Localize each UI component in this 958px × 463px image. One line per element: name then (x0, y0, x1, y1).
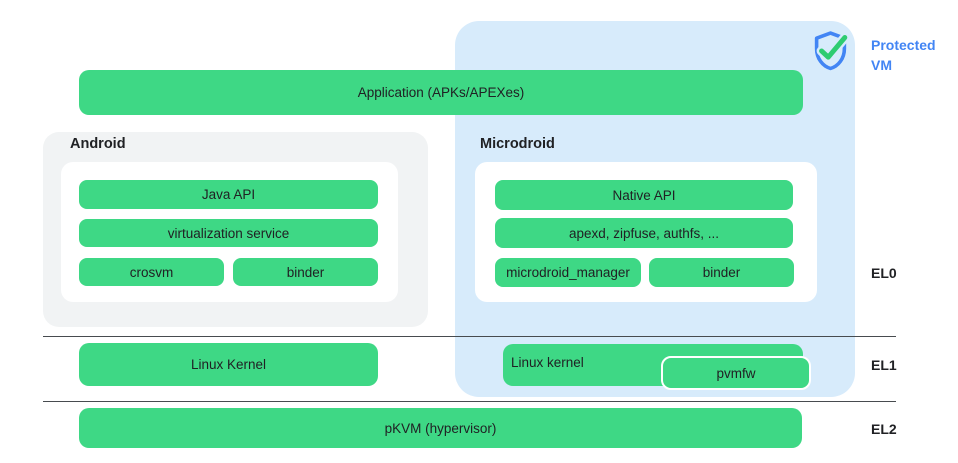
el1-label: EL1 (871, 357, 897, 373)
microdroid-manager-bar: microdroid_manager (495, 258, 641, 287)
java-api-bar: Java API (79, 180, 378, 209)
el2-label: EL2 (871, 421, 897, 437)
android-linux-kernel-label: Linux Kernel (190, 357, 267, 372)
pkvm-hypervisor-label: pKVM (hypervisor) (384, 420, 497, 436)
native-api-label: Native API (612, 187, 676, 203)
crosvm-bar: crosvm (79, 258, 224, 286)
native-api-bar: Native API (495, 180, 793, 210)
virtualization-service-bar: virtualization service (79, 219, 378, 247)
virtualization-service-label: virtualization service (167, 225, 290, 241)
android-binder-label: binder (286, 264, 325, 280)
microdroid-manager-label: microdroid_manager (506, 265, 630, 280)
protected-vm-label: Protected VM (871, 37, 936, 73)
el1-el2-separator (43, 401, 896, 402)
android-group-title: Android (70, 136, 126, 152)
android-linux-kernel-bar: Linux Kernel (79, 343, 378, 386)
android-binder-bar: binder (233, 258, 378, 286)
apexd-zipfuse-authfs-bar: apexd, zipfuse, authfs, ... (495, 218, 793, 248)
crosvm-label: crosvm (129, 264, 174, 280)
microdroid-linux-kernel-label: Linux kernel (511, 355, 584, 370)
shield-check-icon (814, 31, 850, 71)
microdroid-group-title: Microdroid (480, 136, 555, 152)
el0-el1-separator (43, 336, 896, 337)
microdroid-binder-label: binder (702, 265, 741, 280)
java-api-label: Java API (201, 187, 256, 202)
pvmfw-bar: pvmfw (661, 356, 811, 390)
pvmfw-label: pvmfw (716, 365, 756, 381)
pkvm-hypervisor-bar: pKVM (hypervisor) (79, 408, 802, 448)
microdroid-binder-bar: binder (649, 258, 794, 287)
application-bar: Application (APKs/APEXes) (79, 70, 803, 115)
el0-label: EL0 (871, 265, 897, 281)
application-bar-label: Application (APKs/APEXes) (357, 85, 525, 100)
apexd-zipfuse-authfs-label: apexd, zipfuse, authfs, ... (568, 225, 720, 241)
